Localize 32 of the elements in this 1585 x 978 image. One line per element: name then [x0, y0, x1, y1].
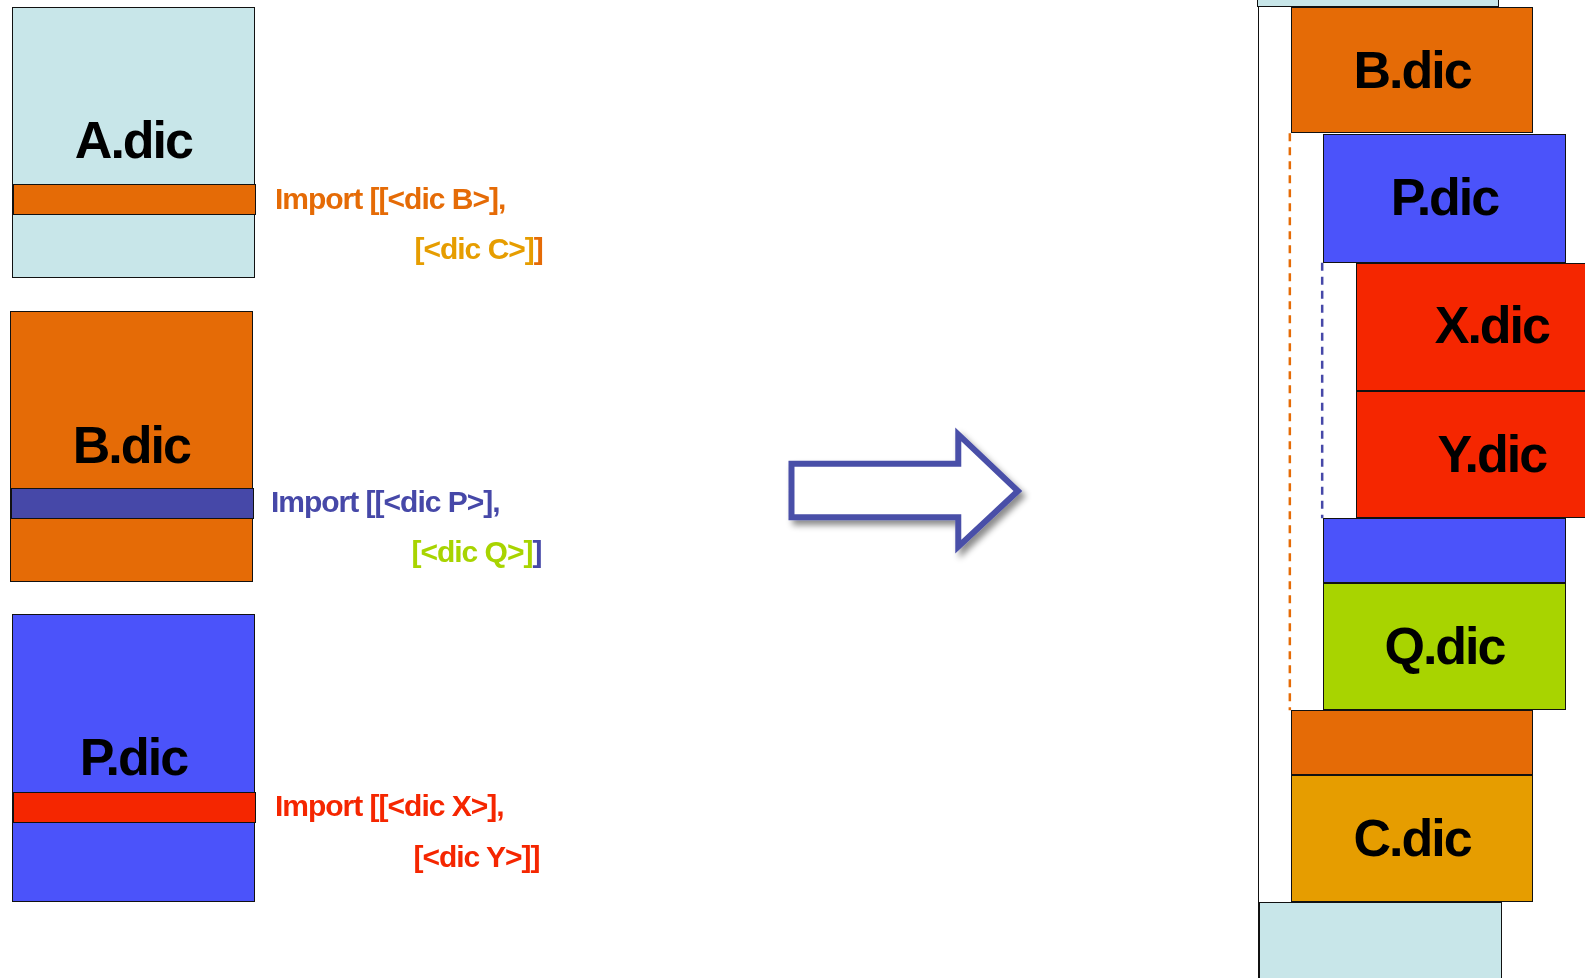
import-statement: [<dic C>]]: [414, 232, 543, 267]
dictionary-box: [12, 614, 255, 903]
dictionary-box: [12, 7, 255, 278]
band: [1323, 518, 1566, 583]
import-statement: Import [[<dic X>],: [274, 789, 504, 824]
dictionary-name: Q.dic: [1383, 615, 1506, 676]
dictionary-name: P.dic: [1389, 167, 1500, 227]
dictionary-name: B.dic: [71, 414, 192, 475]
dictionary-box: [1355, 262, 1585, 391]
dictionary-box: [1355, 391, 1585, 519]
dictionary-name: C.dic: [1352, 807, 1472, 868]
stack-frame: [1258, 0, 1585, 978]
dictionary-name: B.dic: [1352, 39, 1472, 100]
import-statement: Import [[<dic P>],: [270, 484, 500, 519]
import-statement: [<dic Q>]]: [411, 535, 542, 570]
band: [1290, 710, 1534, 775]
band: [13, 183, 256, 216]
dictionary-box: [1290, 774, 1534, 903]
import-statement: Import [[<dic B>],: [274, 181, 506, 216]
dictionary-box: [1323, 134, 1566, 263]
import-statement: [<dic Y>]]: [413, 839, 540, 874]
band: [1257, 0, 1500, 8]
dictionary-name: A.dic: [73, 110, 194, 171]
dictionary-box: [1323, 582, 1566, 711]
dictionary-name: P.dic: [78, 726, 189, 787]
dictionary-box: [1290, 7, 1534, 134]
dictionary-name: Y.dic: [1436, 423, 1548, 484]
band: [13, 792, 256, 824]
band: [1259, 902, 1503, 978]
band: [11, 487, 254, 520]
dictionary-name: X.dic: [1433, 295, 1551, 356]
dictionary-box: [10, 311, 253, 582]
